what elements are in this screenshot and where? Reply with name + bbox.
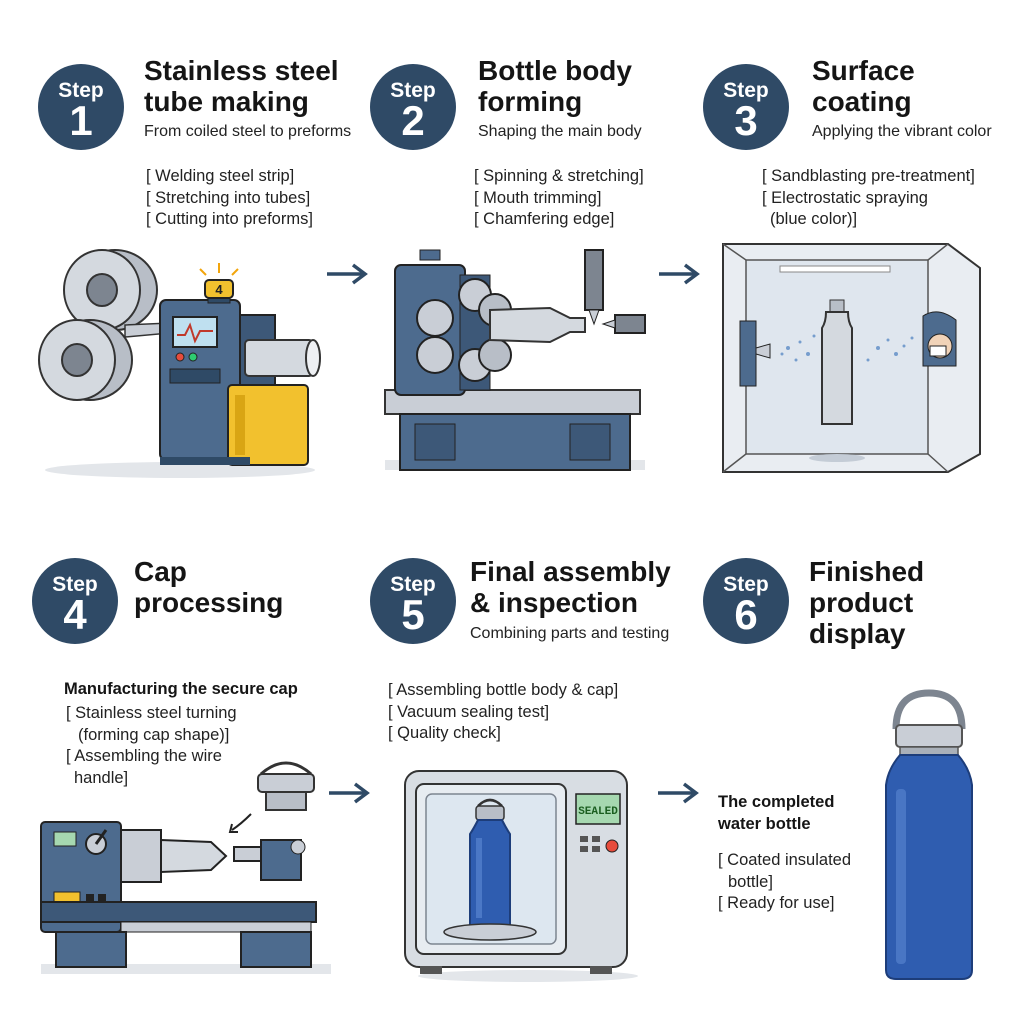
step-word: Step	[58, 79, 104, 102]
step-5-bullets: [ Assembling bottle body & cap] [ Vacuum…	[388, 680, 618, 745]
step-word: Step	[52, 573, 98, 596]
step-word: Step	[723, 79, 769, 102]
step-6-badge: Step 6	[703, 558, 789, 644]
water-bottle-icon	[885, 689, 973, 980]
step-5-badge: Step 5	[370, 558, 456, 644]
bullet: [ Stretching into tubes]	[146, 188, 311, 207]
step-3-title: Surface coating	[812, 55, 915, 117]
bullet: (blue color)]	[770, 210, 858, 228]
arrow-right-icon	[659, 263, 700, 285]
title-line: Final assembly	[470, 556, 671, 587]
step-2-bullets: [ Spinning & stretching] [ Mouth trimmin…	[474, 166, 644, 231]
step-word: Step	[390, 573, 436, 596]
title-line: Finished	[809, 556, 925, 587]
bullet: [ Stainless steel turning	[66, 704, 237, 722]
title-line: forming	[478, 86, 583, 117]
lathe-icon	[40, 761, 331, 974]
title-line: Stainless steel	[144, 55, 339, 86]
title-line: Bottle body	[478, 55, 632, 86]
step-4-bold-line: Manufacturing the secure cap	[64, 680, 298, 698]
title-line: processing	[134, 587, 284, 618]
bullet: [ Sandblasting pre-treatment]	[762, 167, 975, 185]
step-number: 5	[401, 591, 425, 638]
step-1-subtitle: From coiled steel to preforms	[144, 123, 352, 140]
title-line: Cap	[134, 556, 187, 587]
bullet: handle]	[74, 768, 129, 787]
bullet: [ Coated insulated	[718, 851, 852, 869]
bullet: [ Mouth trimming]	[474, 188, 602, 207]
machine-counter: 4	[215, 282, 223, 297]
step-5-title: Final assembly & inspection	[470, 556, 671, 618]
step-1-bullets: [ Welding steel strip] [ Stretching into…	[146, 166, 313, 231]
sealed-display: SEALED	[578, 806, 618, 818]
step-6-bold-lines: The completed water bottle	[718, 791, 834, 835]
bullet: [ Ready for use]	[718, 894, 835, 912]
bullet: (forming cap shape)]	[78, 725, 230, 744]
title-line: & inspection	[470, 587, 639, 618]
bullet: [ Electrostatic spraying	[762, 188, 928, 207]
title-line: tube making	[144, 86, 309, 117]
title-line: display	[809, 618, 906, 649]
bullet: [ Assembling the wire	[66, 747, 222, 765]
vacuum-chamber-icon: SEALED	[404, 770, 638, 982]
spinning-machine-icon	[384, 249, 646, 471]
step-number: 3	[734, 97, 758, 144]
step-2-badge: Step 2	[370, 64, 456, 150]
bold-line: The completed	[718, 793, 835, 811]
steel-coil-icon	[38, 249, 158, 401]
step-number: 6	[734, 591, 758, 638]
step-5-subtitle: Combining parts and testing	[470, 625, 670, 642]
step-3-subtitle: Applying the vibrant color	[812, 123, 992, 140]
arrow-right-icon	[658, 782, 699, 804]
bullet: bottle]	[728, 872, 773, 891]
step-6-title: Finished product display	[809, 556, 924, 649]
step-2-title: Bottle body forming	[478, 55, 632, 117]
bullet: [ Chamfering edge]	[474, 210, 615, 228]
step-2-subtitle: Shaping the main body	[478, 123, 642, 140]
spray-booth-icon	[722, 243, 981, 473]
step-word: Step	[723, 573, 769, 596]
step-4-bullets: [ Stainless steel turning (forming cap s…	[66, 703, 237, 789]
title-line: Surface	[812, 55, 915, 86]
bullet: [ Spinning & stretching]	[474, 167, 644, 185]
title-line: product	[809, 587, 914, 618]
step-number: 1	[69, 97, 93, 144]
step-4-title: Cap processing	[134, 556, 283, 618]
arrow-right-icon	[329, 782, 370, 804]
bold-line: water bottle	[718, 815, 811, 833]
step-1-title: Stainless steel tube making	[144, 55, 339, 117]
bullet: [ Vacuum sealing test]	[388, 702, 550, 721]
step-number: 4	[63, 591, 87, 638]
bullet: [ Assembling bottle body & cap]	[388, 681, 619, 699]
step-word: Step	[390, 79, 436, 102]
bullet: [ Quality check]	[388, 724, 501, 742]
step-1-badge: Step 1	[38, 64, 124, 150]
bullet: [ Welding steel strip]	[146, 167, 295, 185]
title-line: coating	[812, 86, 912, 117]
step-6-bullets: [ Coated insulated bottle] [ Ready for u…	[718, 850, 851, 915]
step-3-bullets: [ Sandblasting pre-treatment] [ Electros…	[762, 166, 975, 231]
tube-machine-icon: 4	[38, 249, 321, 478]
bullet: [ Cutting into preforms]	[146, 210, 313, 228]
arrow-right-icon	[327, 263, 368, 285]
step-4-badge: Step 4	[32, 558, 118, 644]
step-3-badge: Step 3	[703, 64, 789, 150]
step-number: 2	[401, 97, 425, 144]
cap-icon	[257, 761, 315, 811]
